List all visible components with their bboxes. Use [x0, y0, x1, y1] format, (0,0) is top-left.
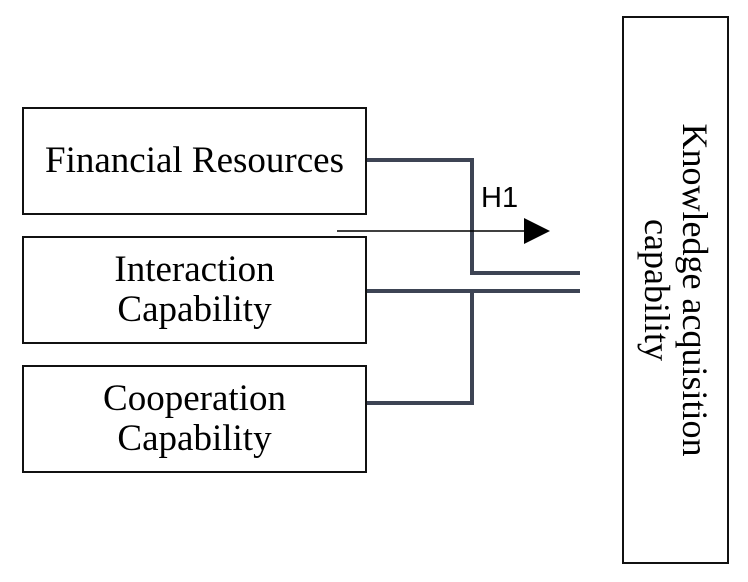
h1-arrow-head [524, 218, 550, 244]
cooperation-capability-label-line2: Capability [117, 418, 272, 459]
knowledge-acquisition-box: Knowledge acquisition capability [622, 16, 729, 564]
interaction-capability-label-line1: Interaction [114, 249, 275, 290]
knowledge-acquisition-label: Knowledge acquisition capability [636, 123, 715, 457]
financial-connector [367, 158, 580, 275]
hypothesis-h1-label: H1 [481, 182, 519, 214]
cooperation-capability-box: Cooperation Capability [22, 365, 367, 473]
financial-resources-label: Financial Resources [45, 140, 344, 181]
knowledge-acquisition-label-line2: capability [636, 219, 677, 361]
cooperation-capability-label-line1: Cooperation [103, 378, 286, 419]
knowledge-acquisition-label-line1: Knowledge acquisition [674, 123, 715, 457]
cooperation-connector [367, 291, 474, 405]
interaction-capability-box: Interaction Capability [22, 236, 367, 344]
financial-resources-box: Financial Resources [22, 107, 367, 215]
interaction-capability-label-line2: Capability [117, 289, 272, 330]
